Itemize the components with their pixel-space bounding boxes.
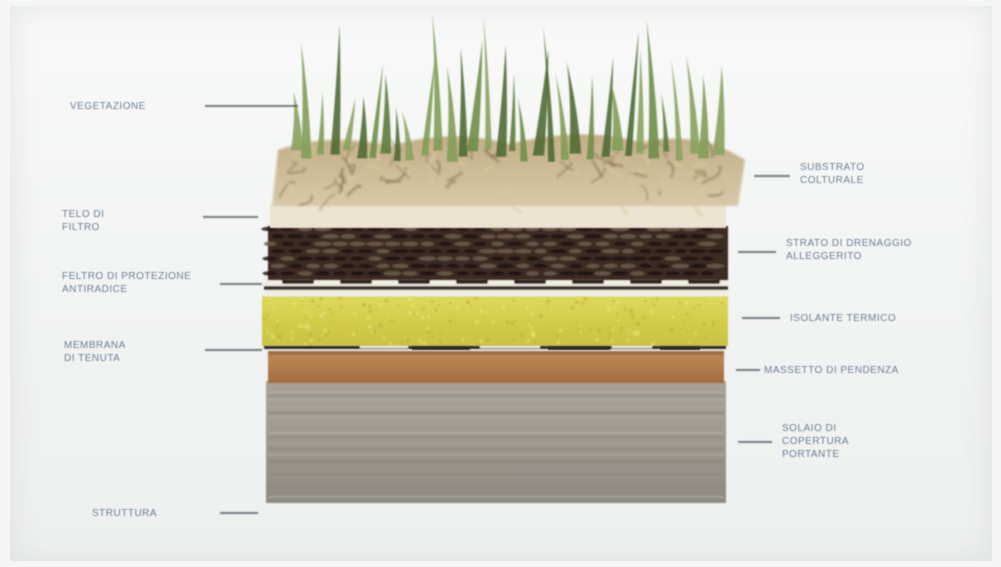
growing-medium-layer [272, 134, 745, 216]
drainage-layer [261, 226, 728, 280]
label-drainage-layer: Strato di drenaggio alleggerito [786, 237, 912, 263]
insulation-layer [262, 296, 728, 346]
label-root-barrier: Membrana di tenuta [64, 339, 126, 365]
filter-fabric-layer [270, 204, 726, 228]
label-vegetation: Vegetazione [70, 100, 146, 113]
slab-layer [266, 381, 726, 503]
label-structure: Solaio di copertura portante [782, 422, 849, 461]
label-growing-medium: Substrato colturale [800, 161, 865, 187]
label-insulation: Isolante termico [790, 312, 896, 325]
label-support: Struttura [92, 507, 157, 520]
label-filter-fabric: Telo di filtro [62, 208, 104, 234]
label-waterproofing: Massetto di pendenza [764, 364, 899, 377]
label-protection-layer: Feltro di protezione antiradice [62, 270, 191, 296]
screed-layer [268, 351, 724, 383]
